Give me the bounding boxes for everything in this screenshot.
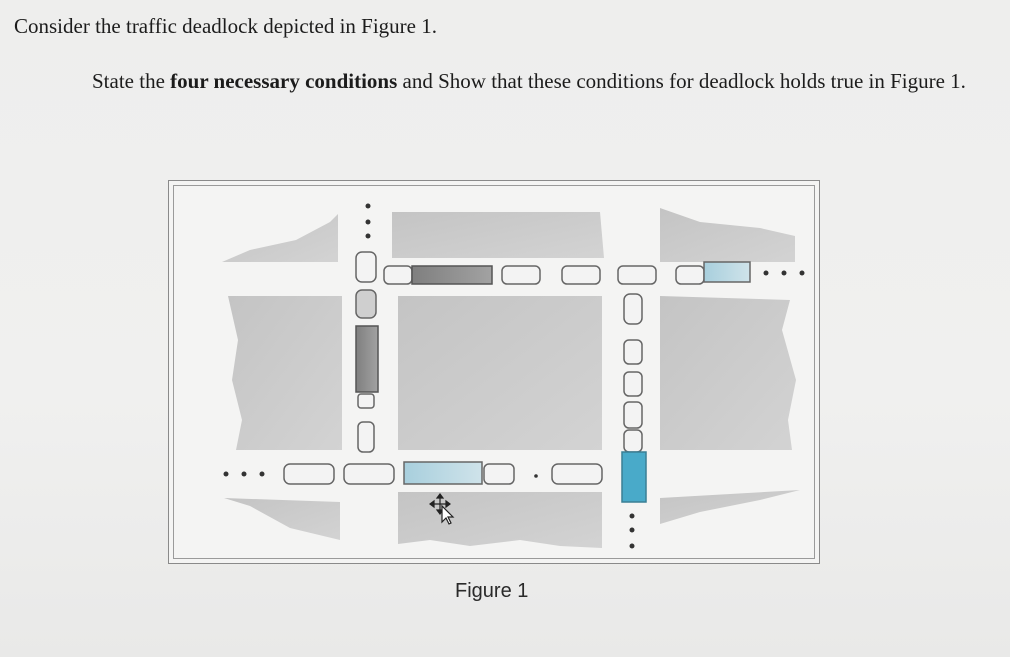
question-task: State the four necessary conditions and … <box>92 58 992 104</box>
figure-inner-border <box>173 185 815 559</box>
block-middle-center <box>398 296 602 450</box>
block-middle-right <box>660 296 796 450</box>
task-text-start: State the <box>92 69 171 93</box>
block-bottom-left <box>224 498 340 540</box>
top-lane-cars <box>383 261 751 285</box>
block-top-center <box>392 212 604 258</box>
right-lane-cars <box>621 293 647 503</box>
question-intro: Consider the traffic deadlock depicted i… <box>14 14 437 38</box>
block-top-right <box>660 208 795 262</box>
bottom-lane-dot <box>534 474 538 478</box>
ellipsis-bottom-left <box>223 471 265 477</box>
ellipsis-top-right <box>763 270 805 276</box>
block-middle-left <box>228 296 342 450</box>
block-top-left <box>222 214 338 262</box>
ellipsis-bottom-vertical <box>629 513 635 549</box>
task-text-end: and Show that these conditions for deadl… <box>397 69 966 93</box>
figure-caption-text: Figure 1 <box>455 580 529 602</box>
blue-truck-top <box>703 261 751 283</box>
blue-truck-bottom <box>403 461 483 485</box>
ellipsis-top-vertical <box>365 203 371 239</box>
block-bottom-center <box>398 492 602 548</box>
block-bottom-right <box>660 490 800 524</box>
task-bold-text: four necessary conditions <box>170 69 398 93</box>
left-lane-cars <box>355 251 379 453</box>
bottom-lane-cars <box>283 461 603 485</box>
bright-blue-truck-right <box>621 451 647 503</box>
dark-truck-top <box>411 265 493 285</box>
dark-truck-left <box>355 325 379 393</box>
move-cursor-icon <box>429 493 455 525</box>
